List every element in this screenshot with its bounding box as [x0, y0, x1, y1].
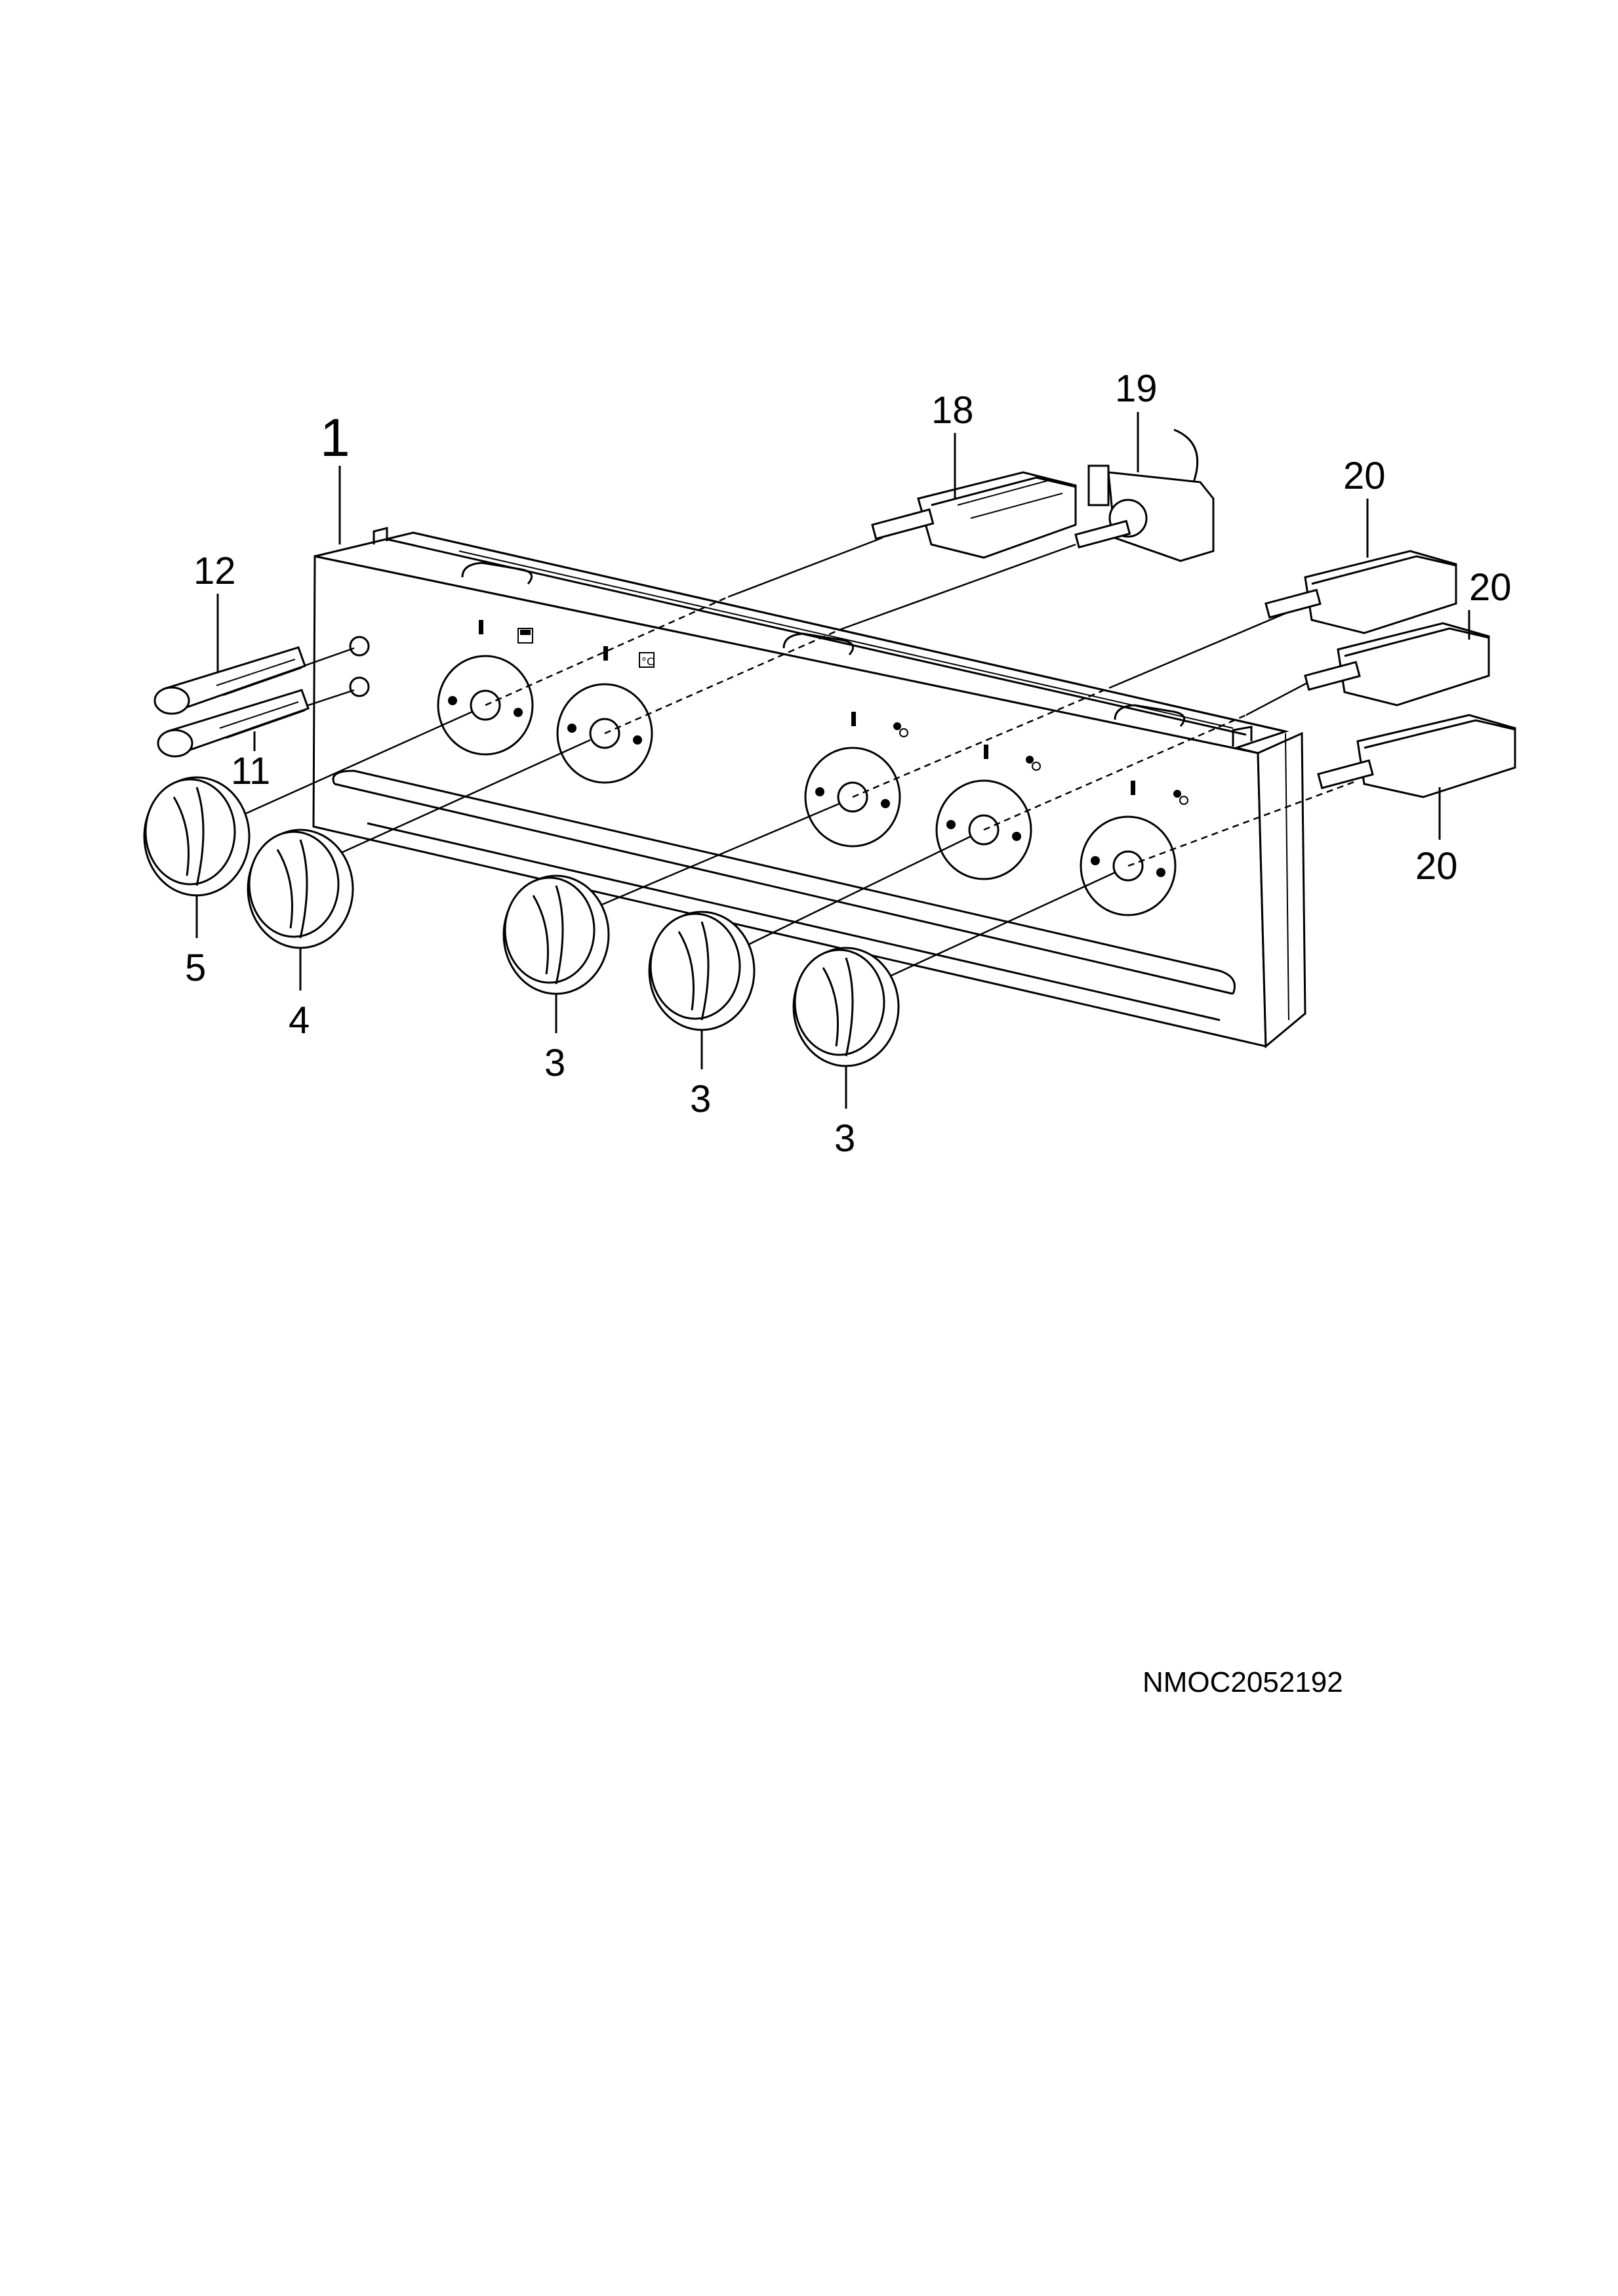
rosette-3c	[1080, 815, 1177, 916]
burner-valve-20-middle	[1304, 622, 1490, 707]
label-thermostat-19: 19	[1115, 367, 1158, 410]
label-knob-3c: 3	[834, 1117, 855, 1160]
reference-code: NMOC2052192	[1143, 1666, 1343, 1698]
panel-symbols: °C	[479, 620, 1188, 805]
burner-valve-20-bottom	[1317, 714, 1516, 798]
label-lamp-11: 11	[231, 750, 270, 792]
label-panel: 1	[320, 408, 350, 468]
control-panel	[312, 527, 1306, 1049]
knob-4	[247, 829, 354, 949]
label-valve-20-top: 20	[1343, 455, 1386, 497]
rosette-3b	[935, 779, 1032, 880]
thermostat-19	[1074, 428, 1215, 562]
label-switch-18: 18	[931, 389, 974, 432]
indicator-lamp-12	[153, 646, 306, 715]
label-knob-3b: 3	[690, 1078, 711, 1120]
label-knob-4: 4	[289, 999, 310, 1042]
knob-rosettes	[437, 655, 1177, 916]
label-knob-3a: 3	[544, 1042, 565, 1084]
lamp-holes	[349, 636, 370, 697]
rosette-4	[556, 683, 653, 784]
rosette-3a	[804, 747, 901, 848]
knob-3b	[648, 911, 756, 1031]
leader-lines	[195, 412, 1470, 1109]
indicator-lamp-11	[157, 689, 310, 758]
label-knob-5: 5	[185, 947, 206, 989]
switch-18	[871, 471, 1077, 559]
svg-text:°C: °C	[641, 655, 654, 668]
label-lamp-12: 12	[193, 550, 236, 592]
knob-3a	[502, 874, 610, 995]
burner-valve-20-top	[1264, 550, 1457, 634]
part-labels: 1 12 11 5 4 3 3 3 18 19 20 20 20	[185, 367, 1512, 1160]
knob-3c	[792, 947, 900, 1067]
label-valve-20-bottom: 20	[1415, 845, 1458, 888]
label-valve-20-middle: 20	[1469, 566, 1512, 609]
knob-5	[143, 776, 251, 897]
assembly-lines	[245, 537, 1358, 989]
rosette-5	[437, 655, 534, 756]
